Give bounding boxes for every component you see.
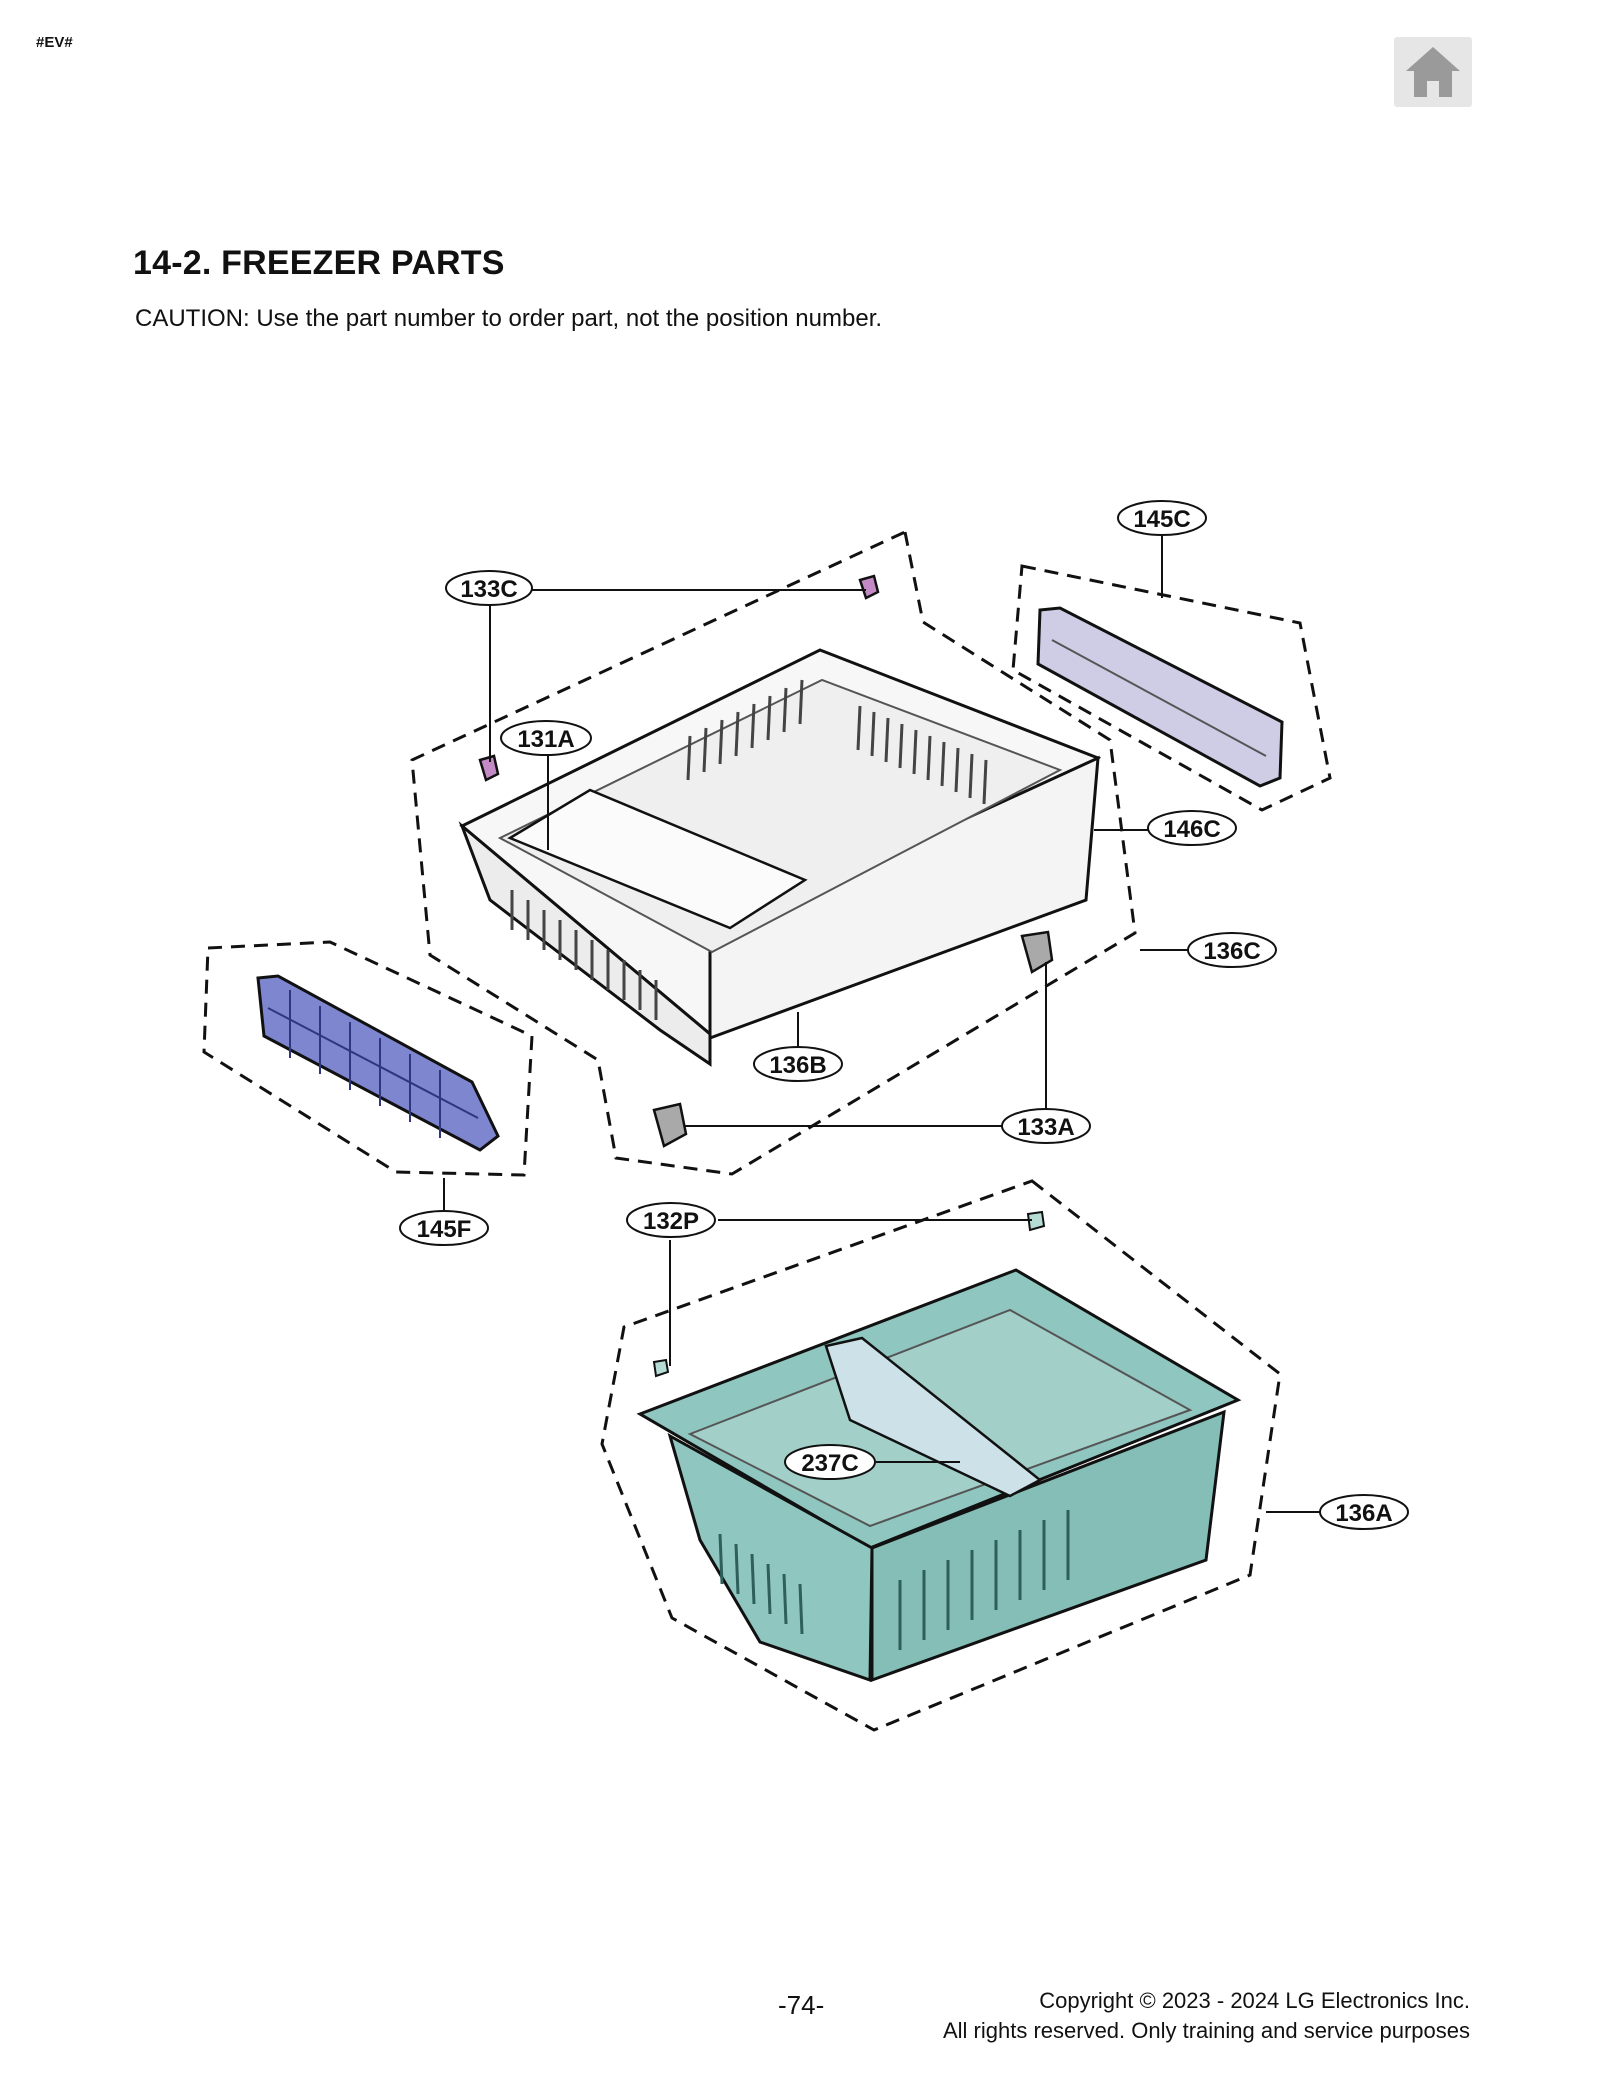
svg-text:136C: 136C (1203, 938, 1260, 965)
svg-text:133A: 133A (1017, 1114, 1074, 1141)
caution-note: CAUTION: Use the part number to order pa… (135, 305, 883, 332)
callout-133C: 133C (445, 570, 533, 606)
document-tag: #EV# (36, 34, 73, 51)
group-outline-lower (600, 1179, 1282, 1732)
divider-145C (1036, 606, 1284, 788)
svg-text:146C: 146C (1163, 816, 1220, 843)
callout-136C: 136C (1187, 932, 1277, 968)
home-icon (1406, 47, 1460, 97)
svg-text:133C: 133C (460, 576, 517, 603)
callout-145C: 145C (1117, 500, 1207, 536)
svg-text:131A: 131A (517, 726, 574, 753)
svg-text:132P: 132P (643, 1208, 699, 1235)
upper-drawer-136B (458, 648, 1102, 1067)
callout-237C: 237C (784, 1444, 876, 1480)
svg-text:237C: 237C (801, 1450, 858, 1477)
callout-136A: 136A (1319, 1494, 1409, 1530)
home-button[interactable] (1394, 37, 1472, 107)
callout-145F: 145F (399, 1210, 489, 1246)
callout-131A: 131A (500, 720, 592, 756)
leader-lines (443, 535, 1322, 1513)
callout-136B: 136B (753, 1046, 843, 1082)
callout-133A: 133A (1001, 1108, 1091, 1144)
svg-text:136B: 136B (769, 1052, 826, 1079)
rail-145F (256, 974, 500, 1152)
group-outline-145C (1011, 564, 1332, 812)
section-title: 14-2. FREEZER PARTS (133, 244, 505, 282)
svg-text:145C: 145C (1133, 506, 1190, 533)
page-number: -74- (778, 1990, 825, 2020)
group-outline-upper (410, 529, 1137, 1176)
copyright-notice: Copyright © 2023 - 2024 LG Electronics I… (943, 1986, 1470, 2046)
holder-133A (652, 930, 1054, 1148)
callout-146C: 146C (1147, 810, 1237, 846)
copyright-line: Copyright © 2023 - 2024 LG Electronics I… (1039, 1988, 1470, 2013)
spacer-132P (652, 1210, 1046, 1378)
callout-132P: 132P (626, 1202, 716, 1238)
group-outline-145F (202, 940, 534, 1177)
svg-text:145F: 145F (417, 1216, 472, 1243)
svg-text:136A: 136A (1335, 1500, 1392, 1527)
rights-line: All rights reserved. Only training and s… (942, 2018, 1470, 2043)
